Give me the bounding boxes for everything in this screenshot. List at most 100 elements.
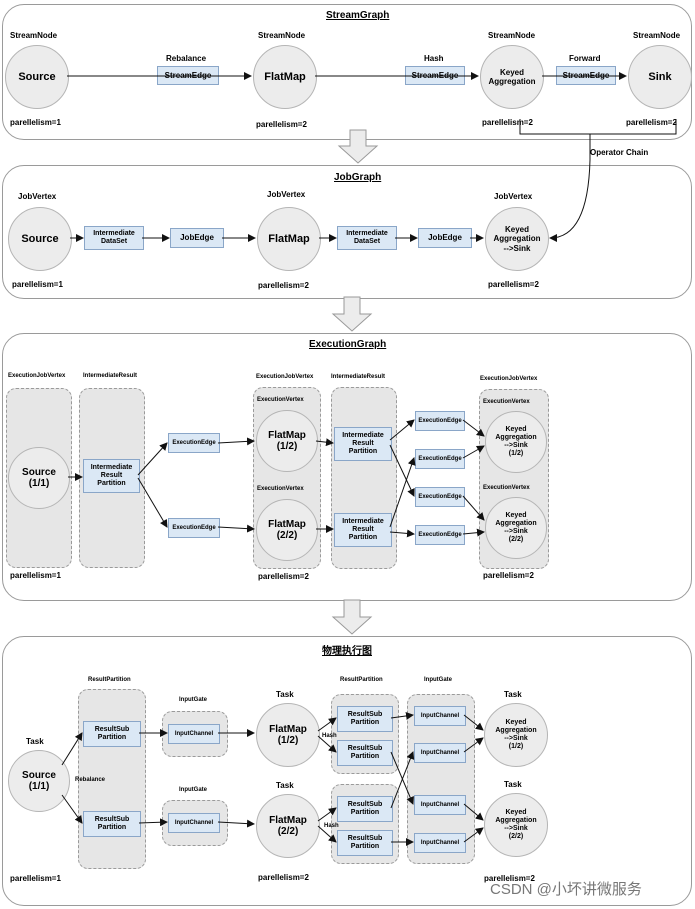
phys-result-sub-partition-5: ResultSub Partition (337, 796, 393, 822)
exec-vertex-label-sink-1: ExecutionVertex (483, 399, 530, 405)
streamnode-label-keyed: StreamNode (488, 31, 536, 40)
down-arrow-1 (337, 129, 379, 164)
pg-arrow-4 (138, 818, 168, 827)
exec-edge-r2: ExecutionEdge (415, 449, 465, 469)
stream-parallelism-flatmap: parellelism=2 (256, 120, 307, 129)
phys-flatmap-node-1: FlatMap (1/2) (256, 703, 320, 767)
phys-result-sub-partition-4: ResultSub Partition (337, 740, 393, 766)
eg-arrow-11 (389, 529, 415, 538)
exec-vertex-label-flatmap-1: ExecutionVertex (257, 397, 304, 403)
pg-arrow-2 (61, 794, 83, 824)
job-parallelism-source: parellelism=1 (12, 280, 63, 289)
eg-arrow-8 (389, 419, 415, 441)
eg-arrow-12 (462, 419, 485, 437)
phys-input-channel-3: InputChannel (414, 706, 466, 726)
job-parallelism-flatmap: parellelism=2 (258, 281, 309, 290)
partitioner-rebalance: Rebalance (166, 54, 207, 63)
phys-result-partition-label-2: ResultPartition (340, 677, 383, 683)
job-edge-2: JobEdge (418, 228, 472, 248)
down-arrow-2 (331, 296, 373, 332)
phys-parallelism-flatmap: parellelism=2 (258, 873, 309, 882)
phys-input-gate-label-3: InputGate (424, 677, 452, 683)
exec-flatmap-node-1: FlatMap (1/2) (256, 410, 318, 472)
eg-arrow-2 (137, 442, 168, 476)
phys-rebalance-label: Rebalance (75, 777, 106, 783)
exec-edge-r1: ExecutionEdge (415, 411, 465, 431)
phys-input-gate-label-1: InputGate (179, 697, 207, 703)
eg-arrow-10 (389, 457, 416, 528)
stream-flatmap-node: FlatMap (253, 45, 317, 109)
pg-arrow-6 (217, 819, 255, 828)
stream-parallelism-sink: parellelism=2 (626, 118, 677, 127)
pg-arrow-12 (390, 751, 414, 805)
exec-jobvertex-label-3: ExecutionJobVertex (480, 376, 538, 382)
eg-arrow-3 (137, 477, 168, 528)
phys-input-channel-1: InputChannel (168, 724, 220, 744)
down-arrow-3 (331, 599, 373, 635)
job-keyed-sink-node: Keyed Aggregation -->Sink (485, 207, 549, 271)
exec-edge-r4: ExecutionEdge (415, 525, 465, 545)
exec-parallelism-source: parellelism=1 (10, 571, 61, 580)
exec-flatmap-node-2: FlatMap (2/2) (256, 499, 318, 561)
exec-sink-node-1: Keyed Aggregation -->Sink (1/2) (485, 411, 547, 473)
streamgraph-title: StreamGraph (326, 10, 390, 21)
job-parallelism-keyed: parellelism=2 (488, 280, 539, 289)
executiongraph-title: ExecutionGraph (309, 339, 387, 350)
exec-parallelism-sink: parellelism=2 (483, 571, 534, 580)
phys-result-sub-partition-2: ResultSub Partition (83, 811, 141, 837)
eg-arrow-4 (217, 437, 255, 446)
eg-arrow-13 (462, 445, 485, 459)
pg-arrow-11 (390, 711, 414, 720)
phys-result-partition-label-1: ResultPartition (88, 677, 131, 683)
exec-edge-lower: ExecutionEdge (168, 518, 220, 538)
exec-intermediate-label-1: IntermediateResult (83, 373, 138, 379)
pg-arrow-8 (317, 735, 337, 753)
eg-arrow-9 (389, 444, 415, 497)
eg-arrow-15 (462, 528, 485, 537)
streamnode-label-source: StreamNode (10, 31, 58, 40)
operator-chain-arrow (519, 119, 677, 238)
partitioner-forward: Forward (569, 54, 601, 63)
phys-task-label-sink-1: Task (504, 690, 522, 699)
exec-vertex-label-flatmap-2: ExecutionVertex (257, 486, 304, 492)
exec-jobvertex-label-2: ExecutionJobVertex (256, 374, 314, 380)
exec-vertex-label-sink-2: ExecutionVertex (483, 485, 530, 491)
phys-task-label-source: Task (26, 737, 44, 746)
pg-arrow-9 (317, 807, 337, 822)
partitioner-hash: Hash (424, 54, 444, 63)
streamnode-label-flatmap: StreamNode (258, 31, 306, 40)
phys-result-sub-partition-3: ResultSub Partition (337, 706, 393, 732)
exec-partition-1: Intermediate Result Partition (83, 459, 140, 493)
exec-partition-2: Intermediate Result Partition (334, 427, 392, 461)
phys-task-label-flatmap-2: Task (276, 781, 294, 790)
phys-result-sub-partition-6: ResultSub Partition (337, 830, 393, 856)
pg-arrow-7 (317, 717, 337, 732)
phys-sink-node-2: Keyed Aggregation -->Sink (2/2) (484, 793, 548, 857)
pg-arrow-13 (390, 751, 415, 809)
stream-sink-node: Sink (628, 45, 692, 109)
job-source-node: Source (8, 207, 72, 271)
stream-keyed-aggregation-node: Keyed Aggregation (480, 45, 544, 109)
exec-edge-upper: ExecutionEdge (168, 433, 220, 453)
exec-partition-3: Intermediate Result Partition (334, 513, 392, 547)
job-flatmap-node: FlatMap (257, 207, 321, 271)
physical-title: 物理执行图 (322, 646, 372, 657)
stream-parallelism-source: parellelism=1 (10, 118, 61, 127)
exec-source-node: Source (1/1) (8, 447, 70, 509)
pg-arrow-10 (317, 825, 337, 843)
pg-arrow-17 (463, 803, 484, 821)
pg-arrow-15 (463, 714, 484, 731)
job-dataset-2: Intermediate DataSet (337, 226, 397, 250)
phys-sink-node-1: Keyed Aggregation -->Sink (1/2) (484, 703, 548, 767)
exec-parallelism-flatmap: parellelism=2 (258, 572, 309, 581)
phys-result-sub-partition-1: ResultSub Partition (83, 721, 141, 747)
phys-parallelism-source: parellelism=1 (10, 874, 61, 883)
phys-input-channel-6: InputChannel (414, 833, 466, 853)
stream-source-node: Source (5, 45, 69, 109)
phys-parallelism-sink: parellelism=2 (484, 874, 535, 883)
job-edge-1: JobEdge (170, 228, 224, 248)
phys-flatmap-node-2: FlatMap (2/2) (256, 794, 320, 858)
operator-chain-label: Operator Chain (590, 148, 649, 157)
phys-result-partition-group-1 (78, 689, 146, 869)
